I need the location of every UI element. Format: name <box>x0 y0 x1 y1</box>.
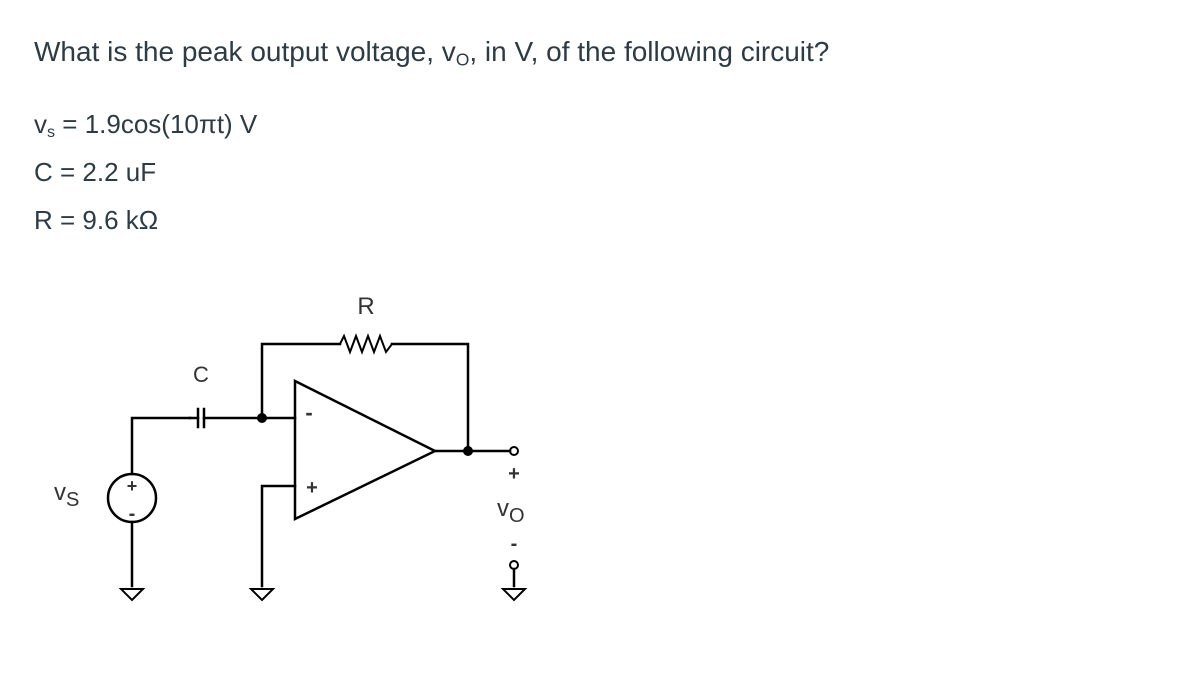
output-plus-sign: + <box>508 463 520 485</box>
feedback-wire-left <box>260 342 342 420</box>
param-vs: vs = 1.9cos(10πt) V <box>34 106 257 150</box>
param-vs-symbol: v <box>34 109 47 139</box>
source-plus-sign: + <box>127 476 138 496</box>
param-vs-value: = 1.9cos(10πt) V <box>55 109 258 139</box>
noninverting-ground-wire <box>260 484 297 588</box>
output-label: vO <box>497 495 525 527</box>
ground-opamp-icon <box>248 588 276 602</box>
source-label: vS <box>54 479 79 511</box>
source-top-wire <box>130 416 192 476</box>
question-prefix: What is the peak output voltage, v <box>34 36 456 67</box>
resistor-symbol <box>338 333 394 355</box>
opamp-triangle <box>293 378 438 521</box>
param-r-value: = 9.6 kΩ <box>52 205 159 235</box>
output-terminal-plus <box>509 446 519 456</box>
output-label-sub: O <box>509 505 525 527</box>
param-c-symbol: C <box>34 157 53 187</box>
resistor-label: R <box>357 293 374 320</box>
opamp-plus-sign: + <box>306 477 318 499</box>
param-r-symbol: R <box>34 205 53 235</box>
question-sub: O <box>455 49 470 70</box>
source-label-main: v <box>54 479 66 506</box>
param-vs-sub: s <box>47 123 56 142</box>
feedback-wire-right <box>390 342 470 453</box>
ground-output-icon <box>500 588 528 602</box>
question-text: What is the peak output voltage, vO, in … <box>34 30 829 81</box>
param-c: C = 2.2 uF <box>34 154 156 190</box>
opamp-minus-sign: - <box>305 400 312 425</box>
source-label-sub: S <box>66 489 79 511</box>
param-r: R = 9.6 kΩ <box>34 202 158 238</box>
question-suffix: , in V, of the following circuit? <box>469 36 830 67</box>
output-label-main: v <box>497 495 509 522</box>
junction-inverting <box>257 413 267 423</box>
junction-output <box>463 446 473 456</box>
ground-source-icon <box>118 588 146 602</box>
source-minus-sign: - <box>129 503 136 525</box>
param-c-value: = 2.2 uF <box>52 157 157 187</box>
output-minus-sign: - <box>511 533 518 555</box>
capacitor-label: C <box>193 362 209 387</box>
